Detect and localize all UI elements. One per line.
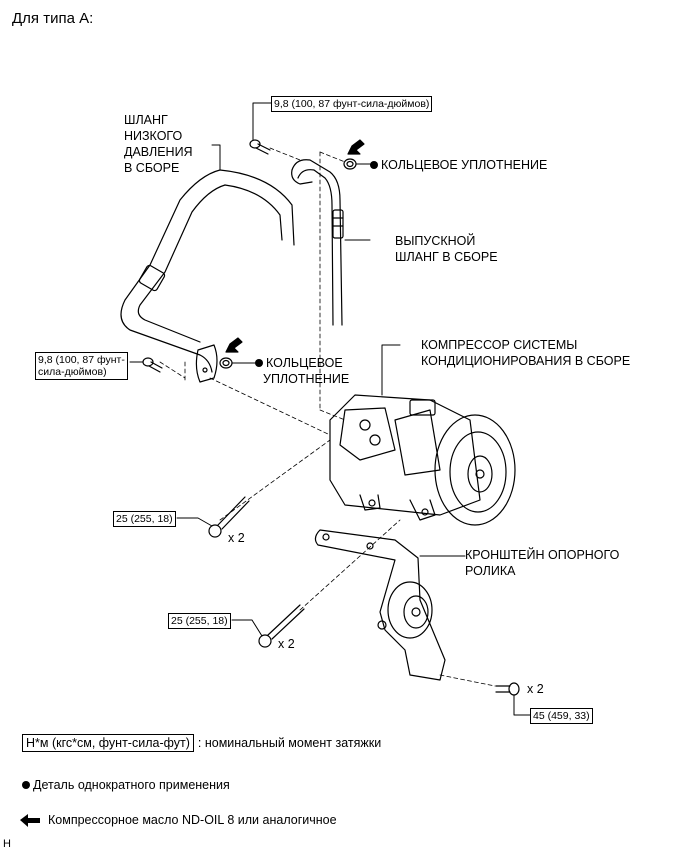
upper-mount-bolt-qty: x 2 [228, 531, 245, 545]
legend-torque-unit: Н*м (кгс*см, фунт-сила-фут) [22, 734, 194, 752]
o-ring-left-icon [219, 357, 233, 369]
legend-oil: Компрессорное масло ND-OIL 8 или аналоги… [48, 813, 337, 827]
compressor-label: КОМПРЕССОР СИСТЕМЫ КОНДИЦИОНИРОВАНИЯ В С… [421, 338, 631, 368]
top-bolt-icon [249, 139, 271, 155]
oil-arrow-top-icon [347, 139, 365, 155]
legend-dot-icon [22, 781, 30, 789]
lower-mount-bolt-icon [258, 604, 305, 648]
figure-code: H [3, 838, 11, 850]
o-ring-top-label: КОЛЬЦЕВОЕ УПЛОТНЕНИЕ [370, 157, 547, 173]
assembly-guide-lines [159, 147, 496, 687]
discharge-hose-label: ВЫПУСКНОЙ ШЛАНГ В СБОРЕ [395, 234, 498, 264]
idler-bracket-label: КРОНШТЕЙН ОПОРНОГО РОЛИКА [465, 548, 620, 578]
left-bolt-icon [142, 357, 163, 373]
low-pressure-hose-icon [120, 169, 295, 383]
upper-mount-bolt-icon [208, 496, 250, 538]
discharge-hose-icon [291, 159, 344, 326]
legend-torque: Н*м (кгс*см, фунт-сила-фут): номинальный… [22, 734, 382, 752]
top-bolt-torque: 9,8 (100, 87 фунт-сила-дюймов) [271, 96, 433, 112]
bracket-bolt-qty: x 2 [527, 682, 544, 696]
low-pressure-hose-label: ШЛАНГ НИЗКОГО ДАВЛЕНИЯ В СБОРЕ [124, 113, 193, 175]
compressor-icon [329, 394, 516, 526]
legend-non-reusable: Деталь однократного применения [22, 778, 230, 792]
o-ring-top-icon [343, 158, 357, 170]
bracket-bolt-icon [495, 682, 520, 696]
idler-bracket-icon [314, 529, 446, 681]
o-ring-left-label: КОЛЬЦЕВОЕ УПЛОТНЕНИЕ [255, 355, 349, 387]
legend-torque-desc: : номинальный момент затяжки [197, 736, 382, 750]
oil-arrow-left-icon [225, 337, 243, 353]
non-reusable-dot-icon [370, 161, 378, 169]
page-title: Для типа A: [12, 10, 94, 27]
bracket-bolt-torque: 45 (459, 33) [530, 708, 593, 724]
upper-mount-bolt-torque: 25 (255, 18) [113, 511, 176, 527]
non-reusable-dot-icon [255, 359, 263, 367]
lower-mount-bolt-qty: x 2 [278, 637, 295, 651]
lower-mount-bolt-torque: 25 (255, 18) [168, 613, 231, 629]
left-bolt-torque: 9,8 (100, 87 фунт- сила-дюймов) [35, 352, 128, 380]
legend-oil-arrow-icon [20, 814, 40, 827]
